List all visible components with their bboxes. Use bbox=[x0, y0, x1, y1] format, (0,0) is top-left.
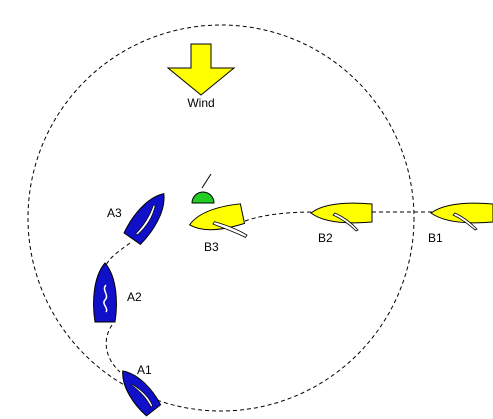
boat-b3-icon bbox=[188, 203, 248, 239]
mark-buoy-icon bbox=[191, 173, 215, 204]
boat-a2-label: A2 bbox=[127, 290, 142, 304]
zone-circle bbox=[27, 24, 415, 412]
wind-arrow-icon bbox=[166, 43, 236, 96]
boat-b3-label: B3 bbox=[204, 240, 219, 254]
boat-b1-label: B1 bbox=[428, 231, 443, 245]
boat-b2-label: B2 bbox=[318, 231, 333, 245]
boat-b2-icon bbox=[310, 202, 373, 232]
track-b bbox=[244, 211, 432, 222]
boat-a3-icon bbox=[123, 193, 165, 246]
boat-a1-icon bbox=[122, 370, 162, 417]
boat-a3-label: A3 bbox=[107, 206, 122, 220]
wind-label: Wind bbox=[187, 96, 214, 110]
track-a bbox=[104, 242, 131, 373]
boat-a2-icon bbox=[93, 262, 117, 323]
boat-b1-icon bbox=[430, 202, 493, 231]
boat-a1-label: A1 bbox=[137, 363, 152, 377]
